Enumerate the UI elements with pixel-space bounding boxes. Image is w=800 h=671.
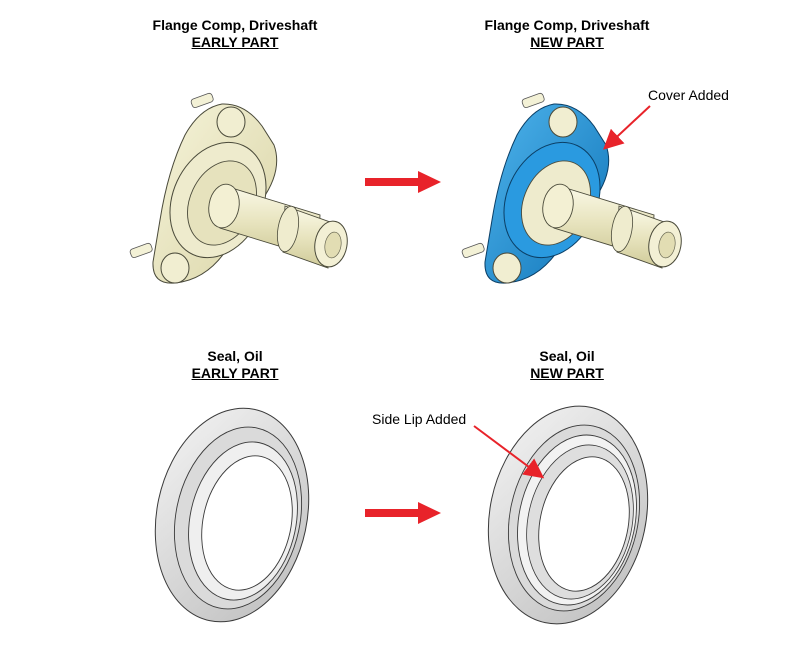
seal-early-title: Seal, Oil [207, 348, 263, 364]
flange-early-subtitle: EARLY PART [191, 34, 279, 50]
flange-new-header: Flange Comp, Driveshaft NEW PART [447, 17, 687, 51]
seal-new-illustration [487, 405, 649, 625]
side-lip-added-label: Side Lip Added [372, 411, 466, 427]
flange-new-title: Flange Comp, Driveshaft [484, 17, 650, 33]
flange-early-title: Flange Comp, Driveshaft [152, 17, 318, 33]
seal-new-header: Seal, Oil NEW PART [447, 348, 687, 382]
seal-early-illustration [154, 407, 310, 623]
comparison-arrow-bottom [365, 502, 441, 524]
cover-added-pointer [603, 105, 651, 150]
flange-early-illustration [129, 92, 348, 284]
seal-new-subtitle: NEW PART [530, 365, 604, 381]
side-lip-added-pointer [473, 425, 545, 479]
cover-added-label: Cover Added [648, 87, 729, 103]
comparison-arrow-top [365, 171, 441, 193]
flange-early-header: Flange Comp, Driveshaft EARLY PART [115, 17, 355, 51]
flange-new-subtitle: NEW PART [530, 34, 604, 50]
seal-new-title: Seal, Oil [539, 348, 595, 364]
seal-early-subtitle: EARLY PART [191, 365, 279, 381]
seal-early-header: Seal, Oil EARLY PART [115, 348, 355, 382]
flange-new-illustration [461, 92, 682, 284]
